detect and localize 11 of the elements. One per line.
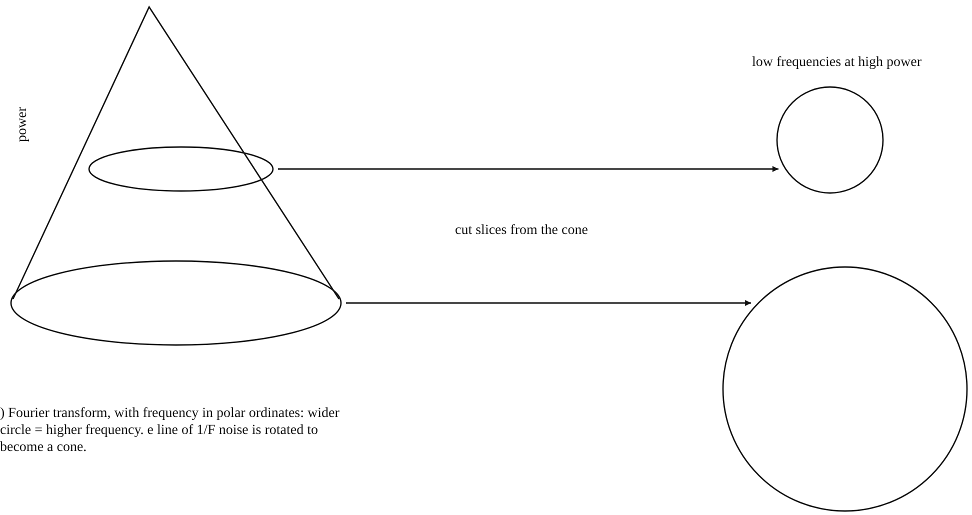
circle-outline: [776, 86, 884, 194]
circle-outline: [722, 266, 968, 512]
cone-drawing: [8, 6, 344, 348]
axis-label: power: [14, 107, 31, 142]
caption-text: ) Fourier transform, with frequency in polar ordinates: wider circle = higher frequency. e line of 1/F noise is rotated to become a cone.: [0, 405, 340, 456]
slice-ellipse: [10, 260, 342, 346]
slice-ellipse: [88, 146, 274, 192]
arrow: [278, 166, 778, 172]
circle-caption: low frequencies at high power: [752, 54, 922, 71]
annotation-text: cut slices from the cone: [455, 222, 589, 239]
arrow: [346, 300, 752, 306]
